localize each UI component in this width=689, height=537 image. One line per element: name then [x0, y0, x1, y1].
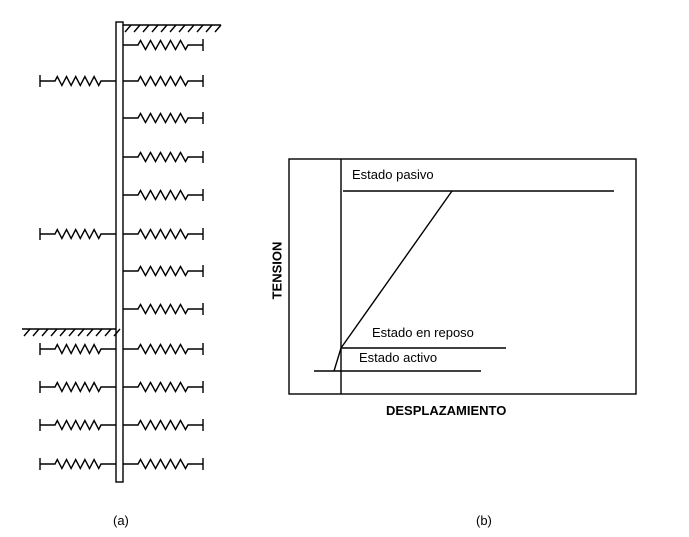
spring-right: [123, 228, 204, 240]
spring-right: [123, 303, 204, 315]
spring-right: [123, 75, 204, 87]
spring-right: [123, 265, 204, 277]
spring-right: [123, 419, 204, 431]
retaining-wall: [115, 21, 124, 483]
graph-frame: [288, 158, 637, 395]
spring-right: [123, 458, 204, 470]
y-axis-label: TENSION: [269, 241, 285, 300]
panel-a-caption: (a): [113, 513, 129, 528]
spring-right: [123, 151, 204, 163]
active-state-label: Estado activo: [359, 350, 438, 365]
x-axis-label: DESPLAZAMIENTO: [386, 403, 507, 418]
spring-left: [39, 380, 116, 394]
ground-surface-right: [123, 24, 222, 33]
passive-state-label: Estado pasivo: [352, 167, 434, 182]
at-rest-state-label: Estado en reposo: [372, 325, 474, 340]
stress-displacement-graph: [288, 158, 637, 395]
spring-left: [39, 457, 116, 471]
spring-right: [123, 39, 204, 51]
spring-left: [39, 342, 116, 356]
spring-right: [123, 381, 204, 393]
wall-spring-model: [22, 21, 222, 483]
spring-left: [39, 74, 116, 88]
spring-set: [39, 39, 204, 471]
panel-b-caption: (b): [476, 513, 492, 528]
spring-left: [39, 418, 116, 432]
spring-left: [39, 227, 116, 241]
stress-displacement-curve: [333, 190, 453, 372]
ground-surface-left: [22, 328, 121, 337]
spring-right: [123, 343, 204, 355]
spring-right: [123, 189, 204, 201]
spring-right: [123, 112, 204, 124]
